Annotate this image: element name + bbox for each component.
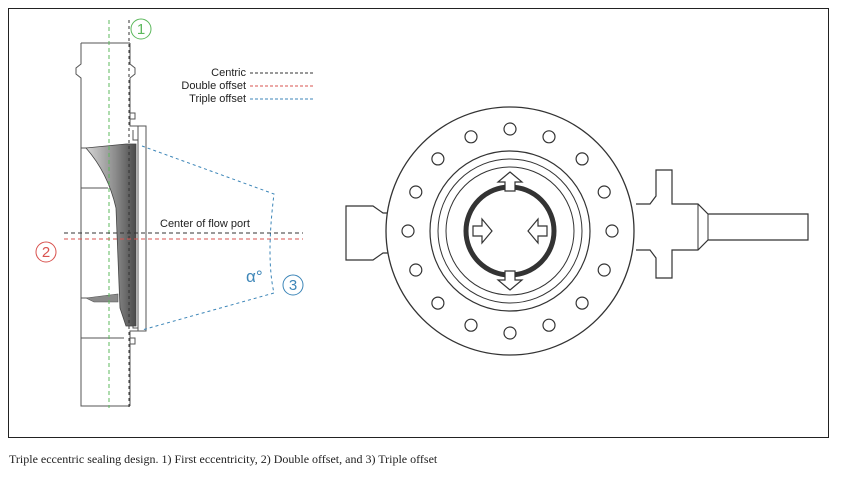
right-shaft — [636, 169, 809, 279]
bolt-hole — [542, 318, 556, 332]
marker-2: 2 — [35, 241, 57, 263]
disc-section — [85, 143, 137, 327]
legend: Centric Double offset Triple offset — [181, 67, 314, 105]
figure-caption: Triple eccentric sealing design. 1) Firs… — [9, 452, 438, 466]
valve-front-view — [345, 106, 809, 356]
bolt-hole — [605, 224, 619, 238]
legend-centric-label: Centric — [211, 67, 246, 79]
triple-offset-cone — [141, 145, 275, 331]
bolt-hole — [431, 152, 445, 166]
arrow-down-icon — [496, 270, 524, 291]
svg-text:2: 2 — [42, 244, 50, 261]
triple-offset-diagram: Centric Double offset Triple offset Cent… — [35, 18, 809, 408]
arrow-up-icon — [496, 171, 524, 192]
bolt-hole — [597, 263, 611, 277]
flow-arrows — [472, 171, 548, 291]
arrow-right-icon — [472, 217, 493, 245]
legend-double-offset-label: Double offset — [181, 80, 246, 92]
bolt-hole — [431, 296, 445, 310]
svg-text:1: 1 — [137, 21, 145, 38]
bolt-holes — [401, 122, 619, 340]
arrow-left-icon — [527, 217, 548, 245]
marker-3: 3 — [282, 274, 304, 296]
bolt-hole — [597, 185, 611, 199]
center-of-flow-port-label: Center of flow port — [160, 218, 250, 230]
bolt-hole — [575, 152, 589, 166]
bolt-hole — [503, 326, 517, 340]
bolt-hole — [409, 185, 423, 199]
disc-lower-tip — [84, 293, 119, 303]
figure-frame — [8, 8, 829, 438]
bolt-hole — [542, 130, 556, 144]
bolt-hole — [464, 130, 478, 144]
svg-text:3: 3 — [289, 277, 297, 294]
angle-label: α° — [246, 267, 263, 286]
bolt-hole — [575, 296, 589, 310]
marker-1: 1 — [130, 18, 152, 40]
bolt-hole — [401, 224, 415, 238]
bolt-hole — [464, 318, 478, 332]
legend-triple-offset-label: Triple offset — [189, 93, 246, 105]
bolt-hole — [503, 122, 517, 136]
bolt-hole — [409, 263, 423, 277]
